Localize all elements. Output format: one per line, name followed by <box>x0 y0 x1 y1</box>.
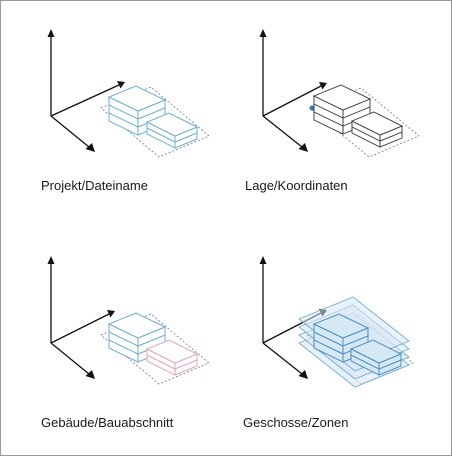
building-stack-low <box>349 339 403 376</box>
axes <box>47 29 125 152</box>
panel-gebaeude: Gebäude/Bauabschnitt <box>1 228 227 455</box>
axis-diagram-projekt <box>47 29 210 158</box>
caption-projekt: Projekt/Dateiname <box>41 178 148 193</box>
panel-geschosse: Geschosse/Zonen <box>227 228 452 455</box>
caption-gebaeude: Gebäude/Bauabschnitt <box>41 415 174 430</box>
building-stack-low <box>350 111 404 148</box>
caption-lage: Lage/Koordinaten <box>245 178 348 193</box>
building-stack-low <box>145 112 199 149</box>
panel-lage: Lage/Koordinaten <box>227 1 452 228</box>
panel-projekt: Projekt/Dateiname <box>1 1 227 228</box>
axis-diagram-lage <box>259 29 420 158</box>
building-stack-low-highlighted <box>145 339 199 376</box>
building-stack-tall <box>312 313 370 363</box>
axes <box>47 256 115 379</box>
axes <box>259 29 327 152</box>
caption-geschosse: Geschosse/Zonen <box>243 415 349 430</box>
axis-diagram-geschosse <box>259 256 414 388</box>
location-marker-dot <box>309 105 315 111</box>
axis-diagram-gebaeude <box>47 256 210 385</box>
